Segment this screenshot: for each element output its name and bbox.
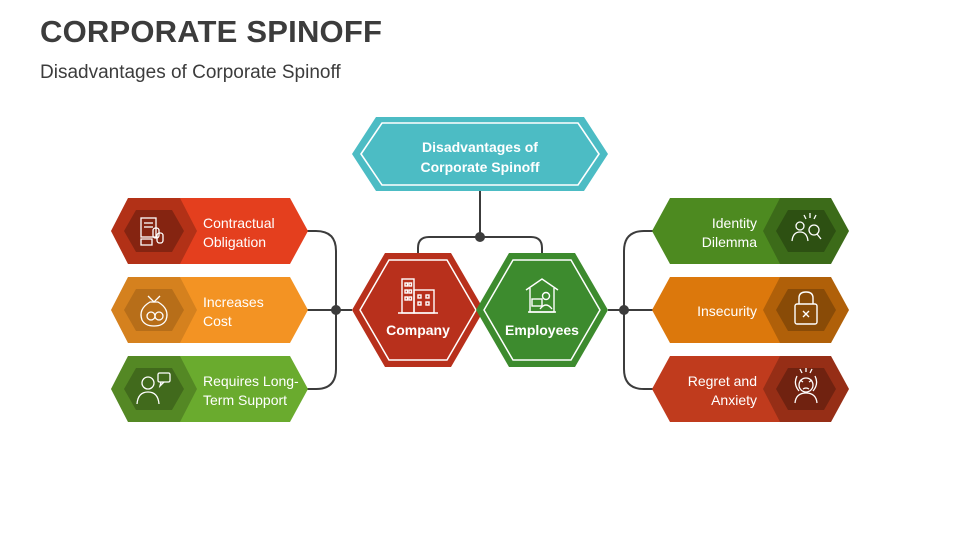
center-box: Disadvantages of Corporate Spinoff — [352, 117, 608, 191]
junction-dot-right — [619, 305, 629, 315]
center-box-inner-border — [360, 122, 600, 186]
office-building-icon — [398, 278, 438, 314]
hub-employees: Employees — [476, 253, 608, 367]
page-title: CORPORATE SPINOFF — [40, 14, 383, 49]
right-item-regret-anxiety: Regret and Anxiety — [652, 356, 849, 422]
left-item-1-icon-badge — [111, 198, 197, 264]
right-item-1-shape — [652, 198, 849, 264]
junction-dot-left — [331, 305, 341, 315]
anxious-person-icon — [794, 368, 818, 404]
left-item-2-icon-badge — [111, 277, 197, 343]
right-item-1-line2: Dilemma — [702, 234, 757, 250]
left-item-1-shape — [111, 198, 308, 264]
hub-company-label: Company — [386, 322, 450, 338]
left-item-2-icon-badge-inner — [124, 289, 184, 331]
left-item-2-shape — [111, 277, 308, 343]
left-item-2-line2: Cost — [203, 313, 232, 329]
left-item-1-line1: Contractual — [203, 215, 275, 231]
left-item-3-line2: Term Support — [203, 392, 287, 408]
left-item-long-term-support: Requires Long- Term Support — [111, 356, 308, 422]
left-item-increases-cost: Increases Cost — [111, 277, 308, 343]
right-item-1-icon-badge-inner — [776, 210, 836, 252]
support-agent-icon — [136, 372, 171, 405]
left-item-1-icon-badge-inner — [124, 210, 184, 252]
right-item-3-icon-badge — [763, 356, 849, 422]
right-item-2-icon-badge-inner — [776, 289, 836, 331]
right-item-3-line1: Regret and — [688, 373, 757, 389]
right-item-3-icon-badge-inner — [776, 368, 836, 410]
connector-lines — [306, 190, 654, 390]
remote-worker-icon — [525, 278, 559, 313]
contract-chain-icon — [140, 217, 164, 246]
hub-employees-shape — [476, 253, 608, 367]
right-item-identity-dilemma: Identity Dilemma — [652, 198, 849, 264]
center-title-line2: Corporate Spinoff — [421, 159, 540, 175]
junction-dot-top — [475, 232, 485, 242]
center-title-line1: Disadvantages of — [422, 139, 538, 155]
money-bag-icon — [140, 295, 168, 327]
hub-employees-label: Employees — [505, 322, 579, 338]
left-item-3-line1: Requires Long- — [203, 373, 299, 389]
padlock-icon — [794, 291, 818, 325]
hub-company-shape — [352, 253, 484, 367]
left-item-3-icon-badge-inner — [124, 368, 184, 410]
right-item-insecurity: Insecurity — [652, 277, 849, 343]
right-item-2-line1: Insecurity — [697, 303, 757, 319]
right-item-3-line2: Anxiety — [711, 392, 757, 408]
hub-employees-inner-border — [483, 259, 601, 361]
right-item-1-icon-badge — [763, 198, 849, 264]
page-subtitle: Disadvantages of Corporate Spinoff — [40, 62, 341, 83]
right-item-3-shape — [652, 356, 849, 422]
right-item-1-line1: Identity — [712, 215, 757, 231]
right-item-2-icon-badge — [763, 277, 849, 343]
left-item-2-line1: Increases — [203, 294, 264, 310]
identity-search-icon — [791, 213, 822, 242]
left-item-contractual-obligation: Contractual Obligation — [111, 198, 308, 264]
left-item-3-icon-badge — [111, 356, 197, 422]
left-item-1-line2: Obligation — [203, 234, 266, 250]
hub-company: Company — [352, 253, 484, 367]
center-box-shape — [352, 117, 608, 191]
